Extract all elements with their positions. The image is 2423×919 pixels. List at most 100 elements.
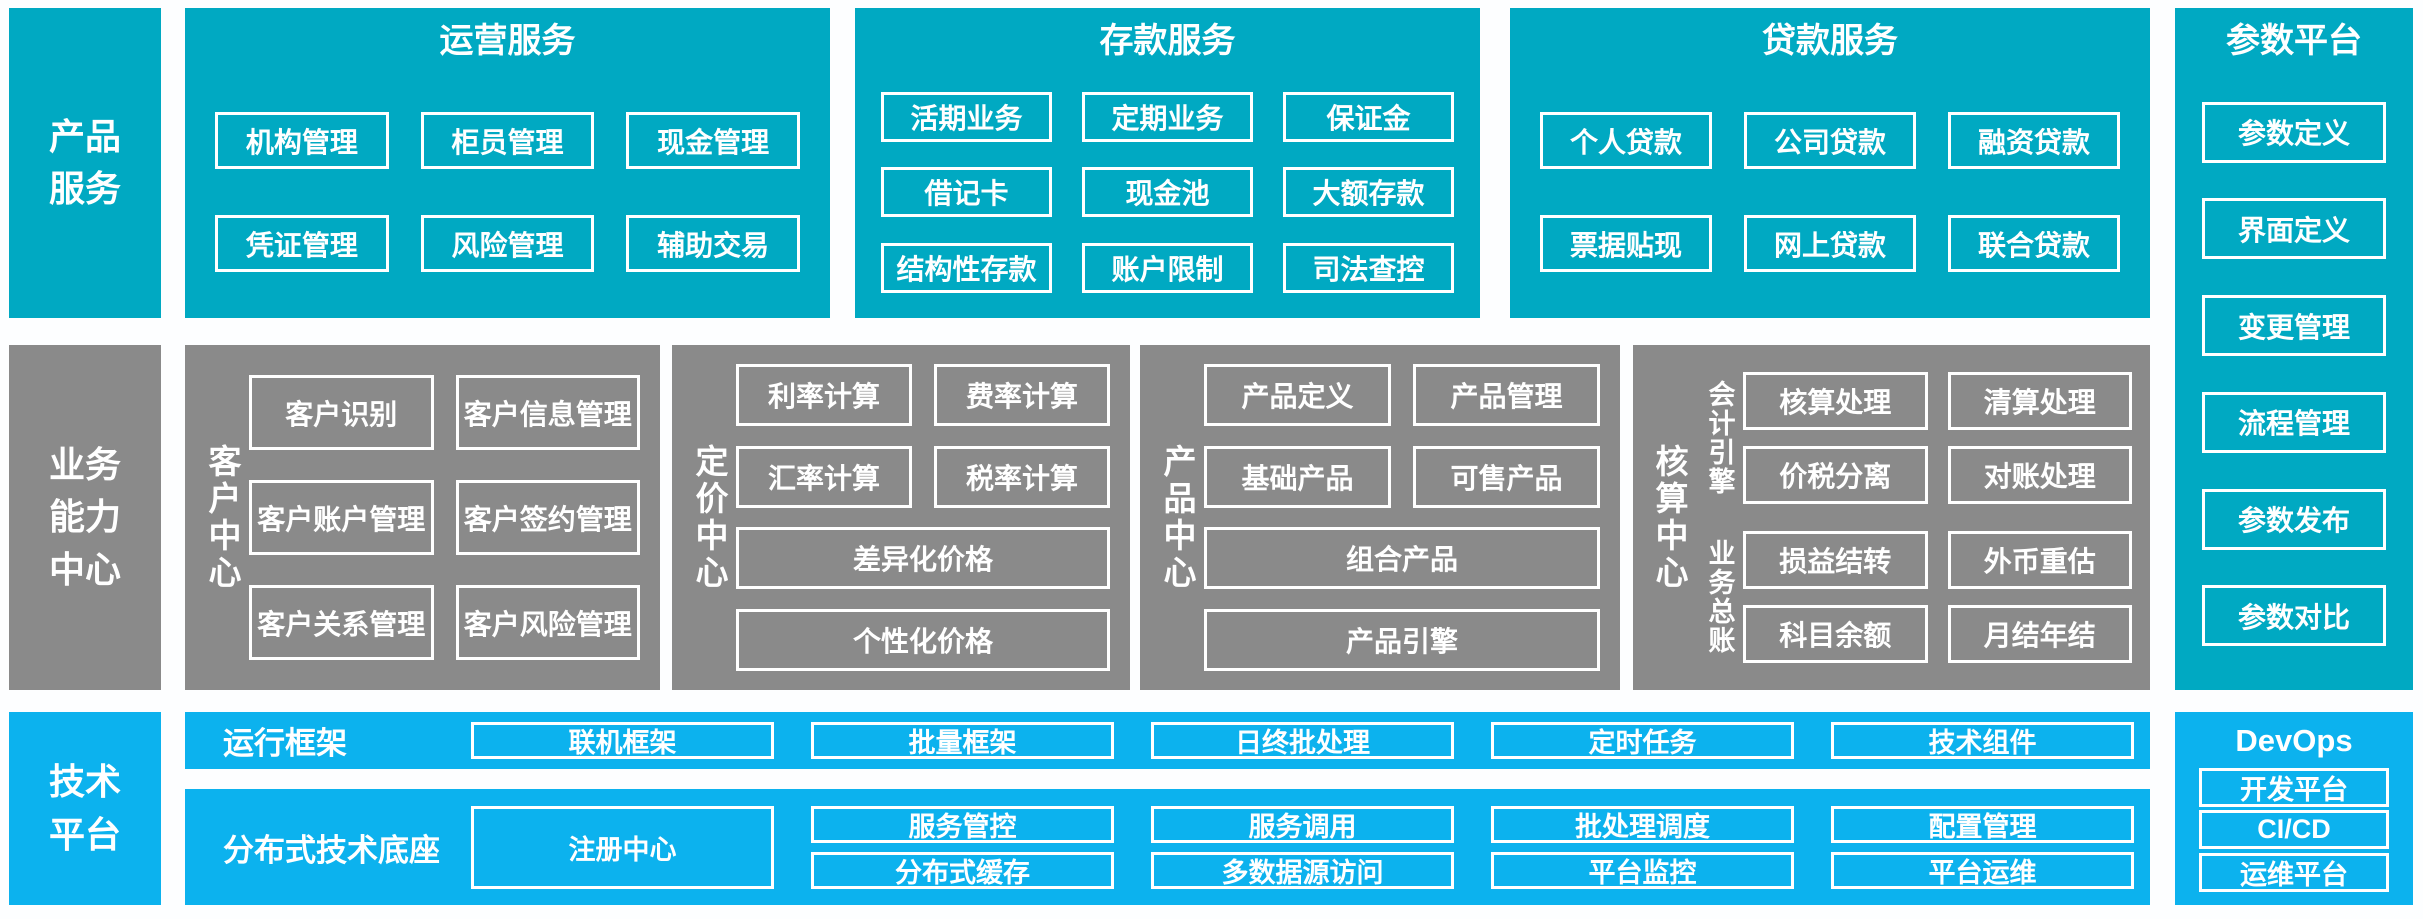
arch-box: 配置管理 (1831, 805, 2134, 843)
panel-title: 运营服务 (439, 21, 576, 60)
arch-box: 现金管理 (626, 112, 800, 169)
arch-box: 客户账户管理 (249, 480, 434, 555)
arch-box: 基础产品 (1204, 445, 1391, 508)
arch-box: CI/CD (2199, 810, 2389, 849)
arch-box: 损益结转 (1743, 531, 1928, 589)
arch-box: 客户识别 (249, 375, 434, 450)
arch-box: 账户限制 (1082, 242, 1253, 293)
center-label: 核算中心 (1651, 443, 1688, 592)
panel-operations: 运营服务 机构管理 柜员管理 现金管理 凭证管理 风险管理 辅助交易 (185, 8, 830, 318)
loan-grid: 个人贷款 公司贷款 融资贷款 票据贴现 网上贷款 联合贷款 (1510, 66, 2150, 318)
arch-box: 服务管控 (811, 805, 1114, 843)
arch-box: 费率计算 (934, 364, 1110, 427)
arch-box: 大额存款 (1283, 167, 1454, 217)
arch-box: 核算处理 (1743, 372, 1928, 430)
band-runtime-framework: 运行框架 联机框架 批量框架 日终批处理 定时任务 技术组件 (185, 712, 2150, 769)
arch-box: 联合贷款 (1948, 215, 2120, 272)
arch-box: 流程管理 (2202, 391, 2386, 453)
panel-title: 贷款服务 (1762, 21, 1898, 60)
accounting-groups: 会计引擎 核算处理 清算处理 价税分离 对账处理 业务总账 损益结转 外币重估 … (1697, 345, 2132, 690)
panel-pricing-center: 定价中心 利率计算 费率计算 汇率计算 税率计算 差异化价格 个性化价格 (672, 345, 1130, 690)
panel-product-center: 产品中心 产品定义 产品管理 基础产品 可售产品 组合产品 产品引擎 (1140, 345, 1620, 690)
arch-box: 可售产品 (1413, 445, 1600, 508)
distributed-column: 配置管理 平台运维 (1831, 805, 2134, 889)
deposit-grid: 活期业务 定期业务 保证金 借记卡 现金池 大额存款 结构性存款 账户限制 司法… (855, 66, 1480, 318)
arch-box: 服务调用 (1151, 805, 1454, 843)
center-label: 产品中心 (1159, 443, 1196, 592)
arch-box: 票据贴现 (1540, 215, 1712, 272)
arch-box: 客户签约管理 (455, 480, 640, 555)
panel-title: 参数平台 (2226, 21, 2362, 60)
panel-title: DevOps (2235, 723, 2353, 758)
arch-box: 界面定义 (2202, 198, 2386, 260)
panel-title: 存款服务 (1099, 21, 1236, 60)
arch-box: 联机框架 (471, 722, 774, 759)
arch-box: 开发平台 (2199, 767, 2389, 807)
center-label: 定价中心 (691, 443, 728, 592)
rail-product-services: 产品 服务 (9, 8, 161, 318)
arch-box: 参数对比 (2202, 585, 2386, 647)
registry-column: 注册中心 (471, 805, 774, 889)
arch-box: 税率计算 (934, 445, 1110, 508)
arch-box: 产品定义 (1204, 364, 1391, 427)
arch-box: 活期业务 (881, 91, 1052, 142)
arch-box: 司法查控 (1283, 242, 1454, 293)
distributed-column: 服务调用 多数据源访问 (1151, 805, 1454, 889)
group-label: 会计引擎 (1704, 380, 1735, 496)
arch-box: 批处理调度 (1491, 805, 1794, 843)
arch-box: 参数定义 (2202, 101, 2386, 163)
arch-box: 产品管理 (1413, 364, 1600, 427)
product-grid: 产品定义 产品管理 基础产品 可售产品 组合产品 产品引擎 (1204, 345, 1600, 690)
arch-box: 结构性存款 (881, 242, 1052, 293)
arch-box: 月结年结 (1947, 605, 2132, 663)
arch-box: 个人贷款 (1540, 112, 1712, 169)
arch-box: 客户信息管理 (455, 375, 640, 450)
band-label: 分布式技术底座 (223, 832, 440, 868)
business-ledger-group: 业务总账 损益结转 外币重估 科目余额 月结年结 (1697, 531, 2132, 663)
operations-grid: 机构管理 柜员管理 现金管理 凭证管理 风险管理 辅助交易 (185, 66, 830, 318)
arch-box: 平台运维 (1831, 851, 2134, 889)
distributed-column: 批处理调度 平台监控 (1491, 805, 1794, 889)
arch-box: 公司贷款 (1744, 112, 1916, 169)
panel-loan: 贷款服务 个人贷款 公司贷款 融资贷款 票据贴现 网上贷款 联合贷款 (1510, 8, 2150, 318)
panel-parameter-platform: 参数平台 参数定义 界面定义 变更管理 流程管理 参数发布 参数对比 (2175, 8, 2413, 690)
arch-box: 定期业务 (1082, 91, 1253, 142)
arch-box: 平台监控 (1491, 851, 1794, 889)
arch-box: 产品引擎 (1204, 608, 1600, 671)
arch-box: 参数发布 (2202, 488, 2386, 550)
arch-box: 风险管理 (420, 215, 595, 272)
panel-devops: DevOps 开发平台 CI/CD 运维平台 (2175, 712, 2413, 905)
arch-box: 机构管理 (215, 112, 389, 169)
arch-box: 运维平台 (2199, 852, 2389, 892)
panel-deposit: 存款服务 活期业务 定期业务 保证金 借记卡 现金池 大额存款 结构性存款 账户… (855, 8, 1480, 318)
band-label: 运行框架 (223, 726, 347, 761)
arch-box: 批量框架 (811, 722, 1114, 759)
arch-box: 分布式缓存 (811, 851, 1114, 889)
arch-box: 客户关系管理 (249, 585, 434, 660)
arch-box: 科目余额 (1743, 605, 1928, 663)
arch-box: 差异化价格 (736, 527, 1110, 590)
param-stack: 参数定义 界面定义 变更管理 流程管理 参数发布 参数对比 (2175, 66, 2413, 690)
arch-box: 注册中心 (471, 805, 774, 889)
arch-box: 个性化价格 (736, 608, 1110, 671)
panel-accounting-center: 核算中心 会计引擎 核算处理 清算处理 价税分离 对账处理 业务总账 损益结转 … (1633, 345, 2150, 690)
arch-box: 借记卡 (881, 167, 1052, 217)
distributed-columns: 注册中心 服务管控 分布式缓存 服务调用 多数据源访问 批处理调度 平台监控 配… (471, 805, 2134, 889)
distributed-column: 服务管控 分布式缓存 (811, 805, 1114, 889)
arch-box: 汇率计算 (736, 445, 912, 508)
arch-box: 现金池 (1082, 167, 1253, 217)
customer-grid: 客户识别 客户信息管理 客户账户管理 客户签约管理 客户关系管理 客户风险管理 (249, 345, 640, 690)
engine-grid: 核算处理 清算处理 价税分离 对账处理 (1743, 372, 2132, 504)
ledger-grid: 损益结转 外币重估 科目余额 月结年结 (1743, 531, 2132, 663)
arch-box: 变更管理 (2202, 295, 2386, 357)
arch-box: 技术组件 (1831, 722, 2134, 759)
arch-box: 外币重估 (1947, 531, 2132, 589)
arch-box: 组合产品 (1204, 527, 1600, 590)
devops-stack: 开发平台 CI/CD 运维平台 (2175, 764, 2413, 895)
arch-box: 日终批处理 (1151, 722, 1454, 759)
center-label: 客户中心 (204, 443, 241, 592)
runtime-boxes: 联机框架 批量框架 日终批处理 定时任务 技术组件 (471, 722, 2134, 759)
accounting-engine-group: 会计引擎 核算处理 清算处理 价税分离 对账处理 (1697, 372, 2132, 504)
arch-box: 定时任务 (1491, 722, 1794, 759)
